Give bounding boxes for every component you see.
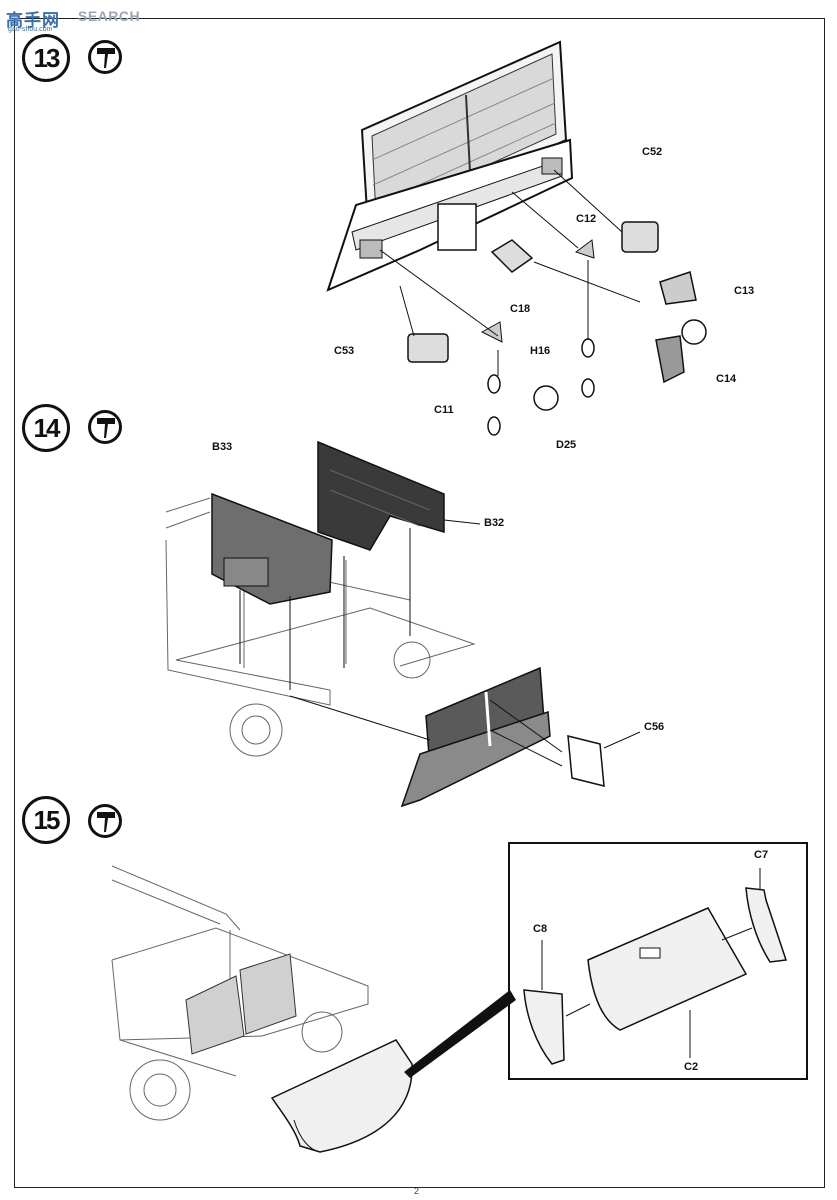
cement-glue-icon <box>88 40 122 74</box>
part-label-c52: C52 <box>642 146 663 158</box>
part-label-b33: B33 <box>212 441 233 453</box>
watermark-english: SEARCH <box>78 8 141 24</box>
part-label-c53: C53 <box>334 345 355 357</box>
part-label-c8: C8 <box>533 923 548 935</box>
mesh-screen-drawing <box>185 953 297 1055</box>
part-c14-drawing <box>655 335 685 384</box>
part-label-c56: C56 <box>644 721 665 733</box>
cement-glue-icon <box>88 804 122 838</box>
panel-b32-drawing <box>317 440 445 551</box>
part-c7-drawing <box>745 887 788 963</box>
part-c8-drawing <box>523 989 565 1065</box>
mesh-panel-drawing <box>326 40 574 292</box>
part-label-c7: C7 <box>754 849 769 861</box>
step-14-number: 14 <box>22 404 70 452</box>
part-c52-drawing <box>621 221 659 253</box>
watermark-url: gao-shou.com <box>8 26 53 33</box>
cement-glue-icon <box>88 410 122 444</box>
part-label-c18: C18 <box>510 303 531 315</box>
detail-inset-box <box>508 842 808 1080</box>
step-13-number: 13 <box>22 34 70 82</box>
panel-b33-drawing <box>211 492 333 605</box>
part-c53-drawing <box>407 333 449 363</box>
part-label-c14: C14 <box>716 373 737 385</box>
part-c12-drawing <box>574 239 595 259</box>
part-label-h16: H16 <box>530 345 551 357</box>
part-label-c2: C2 <box>684 1061 699 1073</box>
flip-part-icon <box>681 319 707 345</box>
flip-part-icon <box>533 385 559 411</box>
rear-plate-drawing <box>400 666 551 808</box>
part-label-b32: B32 <box>484 517 505 529</box>
watermark-chinese: 高手网 <box>6 11 60 31</box>
part-c13-drawing <box>659 271 697 305</box>
part-label-c13: C13 <box>734 285 755 297</box>
callout-pointer <box>404 990 516 1078</box>
fender-assembly-drawing <box>270 1039 413 1153</box>
part-label-c11: C11 <box>434 404 454 416</box>
part-c18-drawing <box>490 239 534 273</box>
part-label-c12: C12 <box>576 213 597 225</box>
part-label-d25: D25 <box>556 439 577 451</box>
part-c2-drawing <box>587 907 748 1031</box>
watermark-logo: 高手网 SEARCH gao-shou.com <box>4 4 204 36</box>
part-d25-drawing <box>487 378 595 436</box>
page-number: 2 <box>414 1186 420 1196</box>
part-c56-drawing <box>567 735 605 787</box>
step-15-number: 15 <box>22 796 70 844</box>
page-frame <box>14 18 825 1188</box>
